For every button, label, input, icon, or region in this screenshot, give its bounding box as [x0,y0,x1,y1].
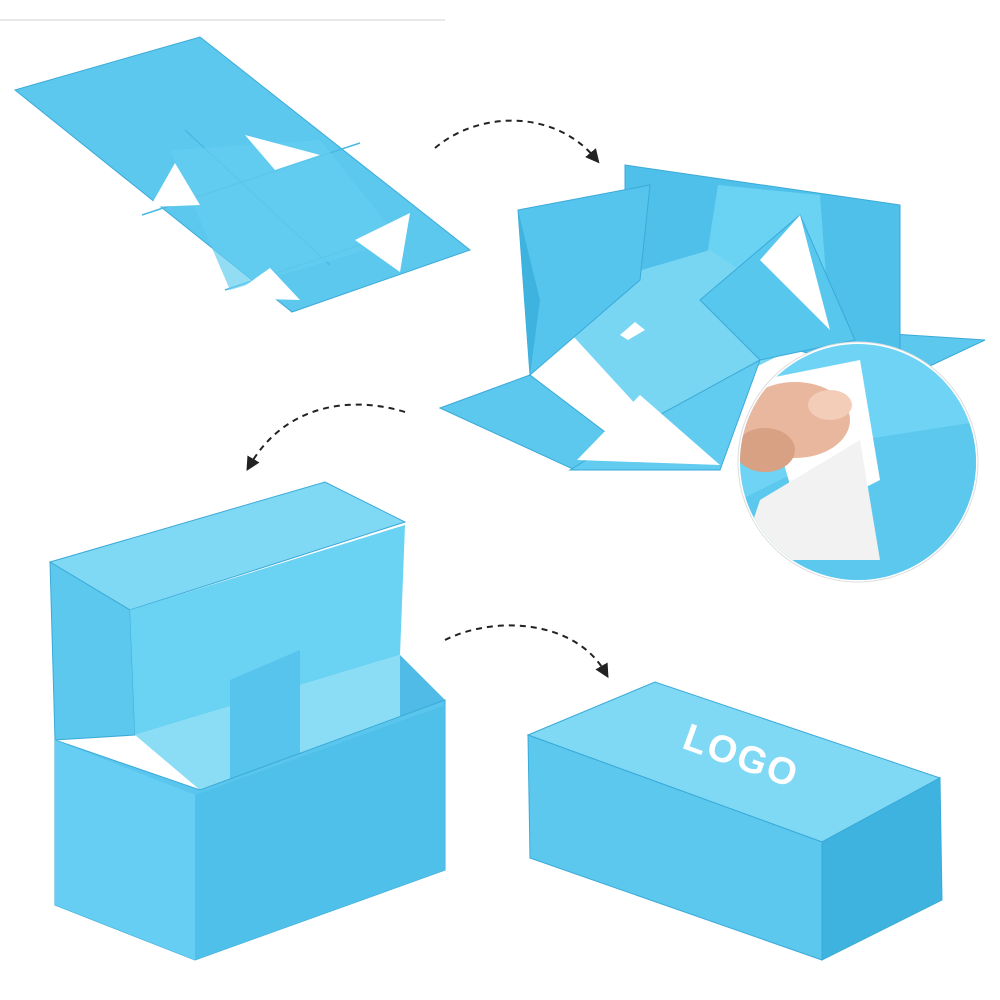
zoom-detail-circle [737,341,979,583]
adhesive-triangle-icon [150,163,200,207]
flat-unfolded-box [13,36,472,313]
adhesive-triangle-icon [760,215,830,330]
curved-arrow-icon [444,624,609,679]
adhesive-triangle-icon [355,213,410,272]
curved-arrow-icon [434,119,600,164]
adhesive-triangle-icon [577,395,720,465]
open-box-with-lid [48,481,446,961]
adhesive-triangle-icon [228,268,300,300]
adhesive-triangle-icon [245,135,320,170]
curved-arrow-icon [246,403,406,472]
closed-box-with-logo: LOGO [526,681,943,961]
